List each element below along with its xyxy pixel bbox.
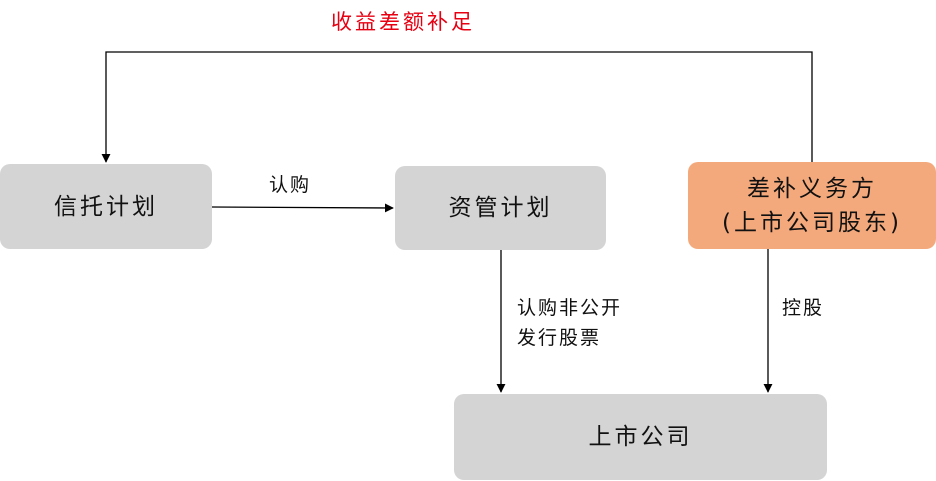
private-placement-label-line2: 发行股票 — [517, 327, 602, 349]
guarantor-label-line1: 差补义务方 — [747, 175, 877, 202]
subscribe-label: 认购 — [269, 174, 312, 196]
asset-management-plan-node: 资管计划 — [395, 166, 606, 250]
guarantor-node: 差补义务方 (上市公司股东) — [688, 162, 936, 249]
trust-plan-label: 信托计划 — [54, 193, 158, 220]
listed-company-node: 上市公司 — [454, 394, 827, 480]
shortfall-compensation-label: 收益差额补足 — [331, 10, 475, 34]
subscribe-arrow — [211, 203, 394, 213]
trust-plan-node: 信托计划 — [0, 164, 212, 249]
private-placement-label-line1: 认购非公开 — [517, 297, 623, 319]
guarantor-label-line2: (上市公司股东) — [722, 209, 902, 236]
listed-company-label: 上市公司 — [588, 424, 693, 450]
control-label: 控股 — [782, 297, 825, 319]
asset-management-plan-label: 资管计划 — [448, 195, 553, 221]
feedback-arrow — [101, 51, 813, 163]
